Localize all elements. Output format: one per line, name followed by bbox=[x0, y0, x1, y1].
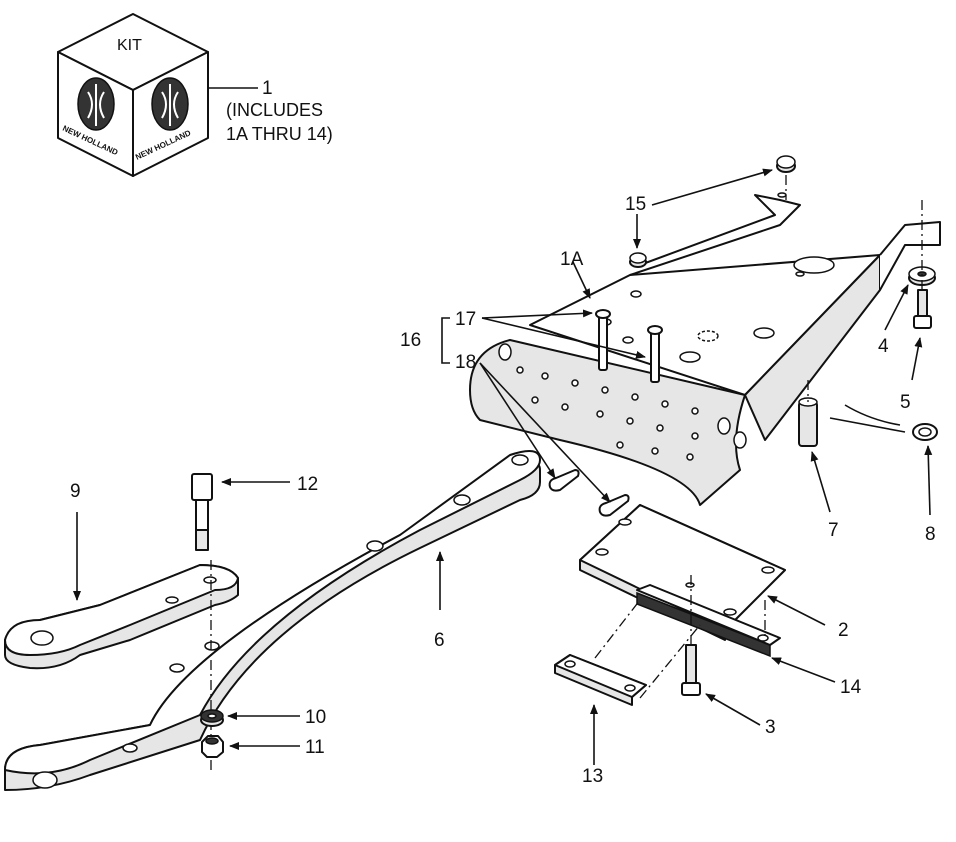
leader-17b bbox=[481, 317, 646, 359]
bracket-16 bbox=[441, 317, 450, 364]
part-11-nut bbox=[201, 735, 224, 758]
callout-6: 6 bbox=[434, 630, 445, 651]
leader-2 bbox=[767, 595, 826, 626]
callout-8: 8 bbox=[925, 524, 936, 545]
center-line-13a bbox=[594, 599, 641, 659]
callout-16: 16 bbox=[400, 330, 421, 351]
callout-4: 4 bbox=[878, 336, 889, 357]
part-7-pin bbox=[798, 397, 818, 447]
callout-2: 2 bbox=[838, 620, 849, 641]
part-3-bolt bbox=[681, 644, 701, 696]
kit-box: KIT NEW HOLLAND NEW HOLLAND bbox=[57, 13, 209, 177]
kit-label: KIT bbox=[117, 37, 142, 54]
callout-15: 15 bbox=[625, 194, 646, 215]
part-12-bolt bbox=[191, 473, 213, 551]
leader-5 bbox=[911, 337, 923, 381]
part-17-pins bbox=[595, 309, 663, 383]
leader-8 bbox=[924, 445, 933, 516]
leader-18a bbox=[479, 362, 556, 479]
new-holland-logo-icon bbox=[77, 77, 189, 131]
drawbar-support bbox=[469, 192, 941, 506]
callout-1a: 1A bbox=[560, 249, 584, 270]
callout-1: 1 bbox=[262, 78, 273, 99]
callout-12: 12 bbox=[297, 474, 318, 495]
callout-14: 14 bbox=[840, 677, 862, 698]
part-10-lock-washer bbox=[200, 709, 224, 727]
part-14-spacer bbox=[636, 584, 781, 658]
front-face-holes bbox=[516, 366, 699, 461]
callout-10: 10 bbox=[305, 707, 326, 728]
part-8-lynch-pin bbox=[829, 404, 938, 441]
callout-11: 11 bbox=[305, 737, 325, 758]
center-line-13b bbox=[639, 624, 701, 699]
leader-14 bbox=[771, 657, 836, 683]
leader-4 bbox=[884, 284, 909, 331]
callout-3: 3 bbox=[765, 717, 776, 738]
callout-13: 13 bbox=[582, 766, 603, 787]
kit-note-line1: (INCLUDES bbox=[226, 100, 323, 120]
kit-note-line2: 1A THRU 14) bbox=[226, 124, 333, 144]
leader-17a bbox=[481, 309, 593, 319]
leader-18b bbox=[479, 362, 611, 503]
part-5-bolt bbox=[913, 289, 932, 329]
leader-3 bbox=[705, 693, 761, 726]
callout-9: 9 bbox=[70, 481, 81, 502]
leader-15b bbox=[651, 168, 773, 206]
callout-7: 7 bbox=[828, 520, 839, 541]
leader-7 bbox=[810, 451, 831, 513]
part-13-strap bbox=[554, 654, 647, 706]
part-18-clips bbox=[548, 469, 630, 517]
callout-5: 5 bbox=[900, 392, 911, 413]
part-6-drawbar bbox=[4, 450, 541, 791]
callout-18: 18 bbox=[455, 352, 476, 373]
part-15-washer bbox=[629, 155, 796, 268]
part-9-clevis bbox=[4, 564, 239, 670]
leader-1a bbox=[572, 261, 591, 299]
callout-17: 17 bbox=[455, 309, 476, 330]
